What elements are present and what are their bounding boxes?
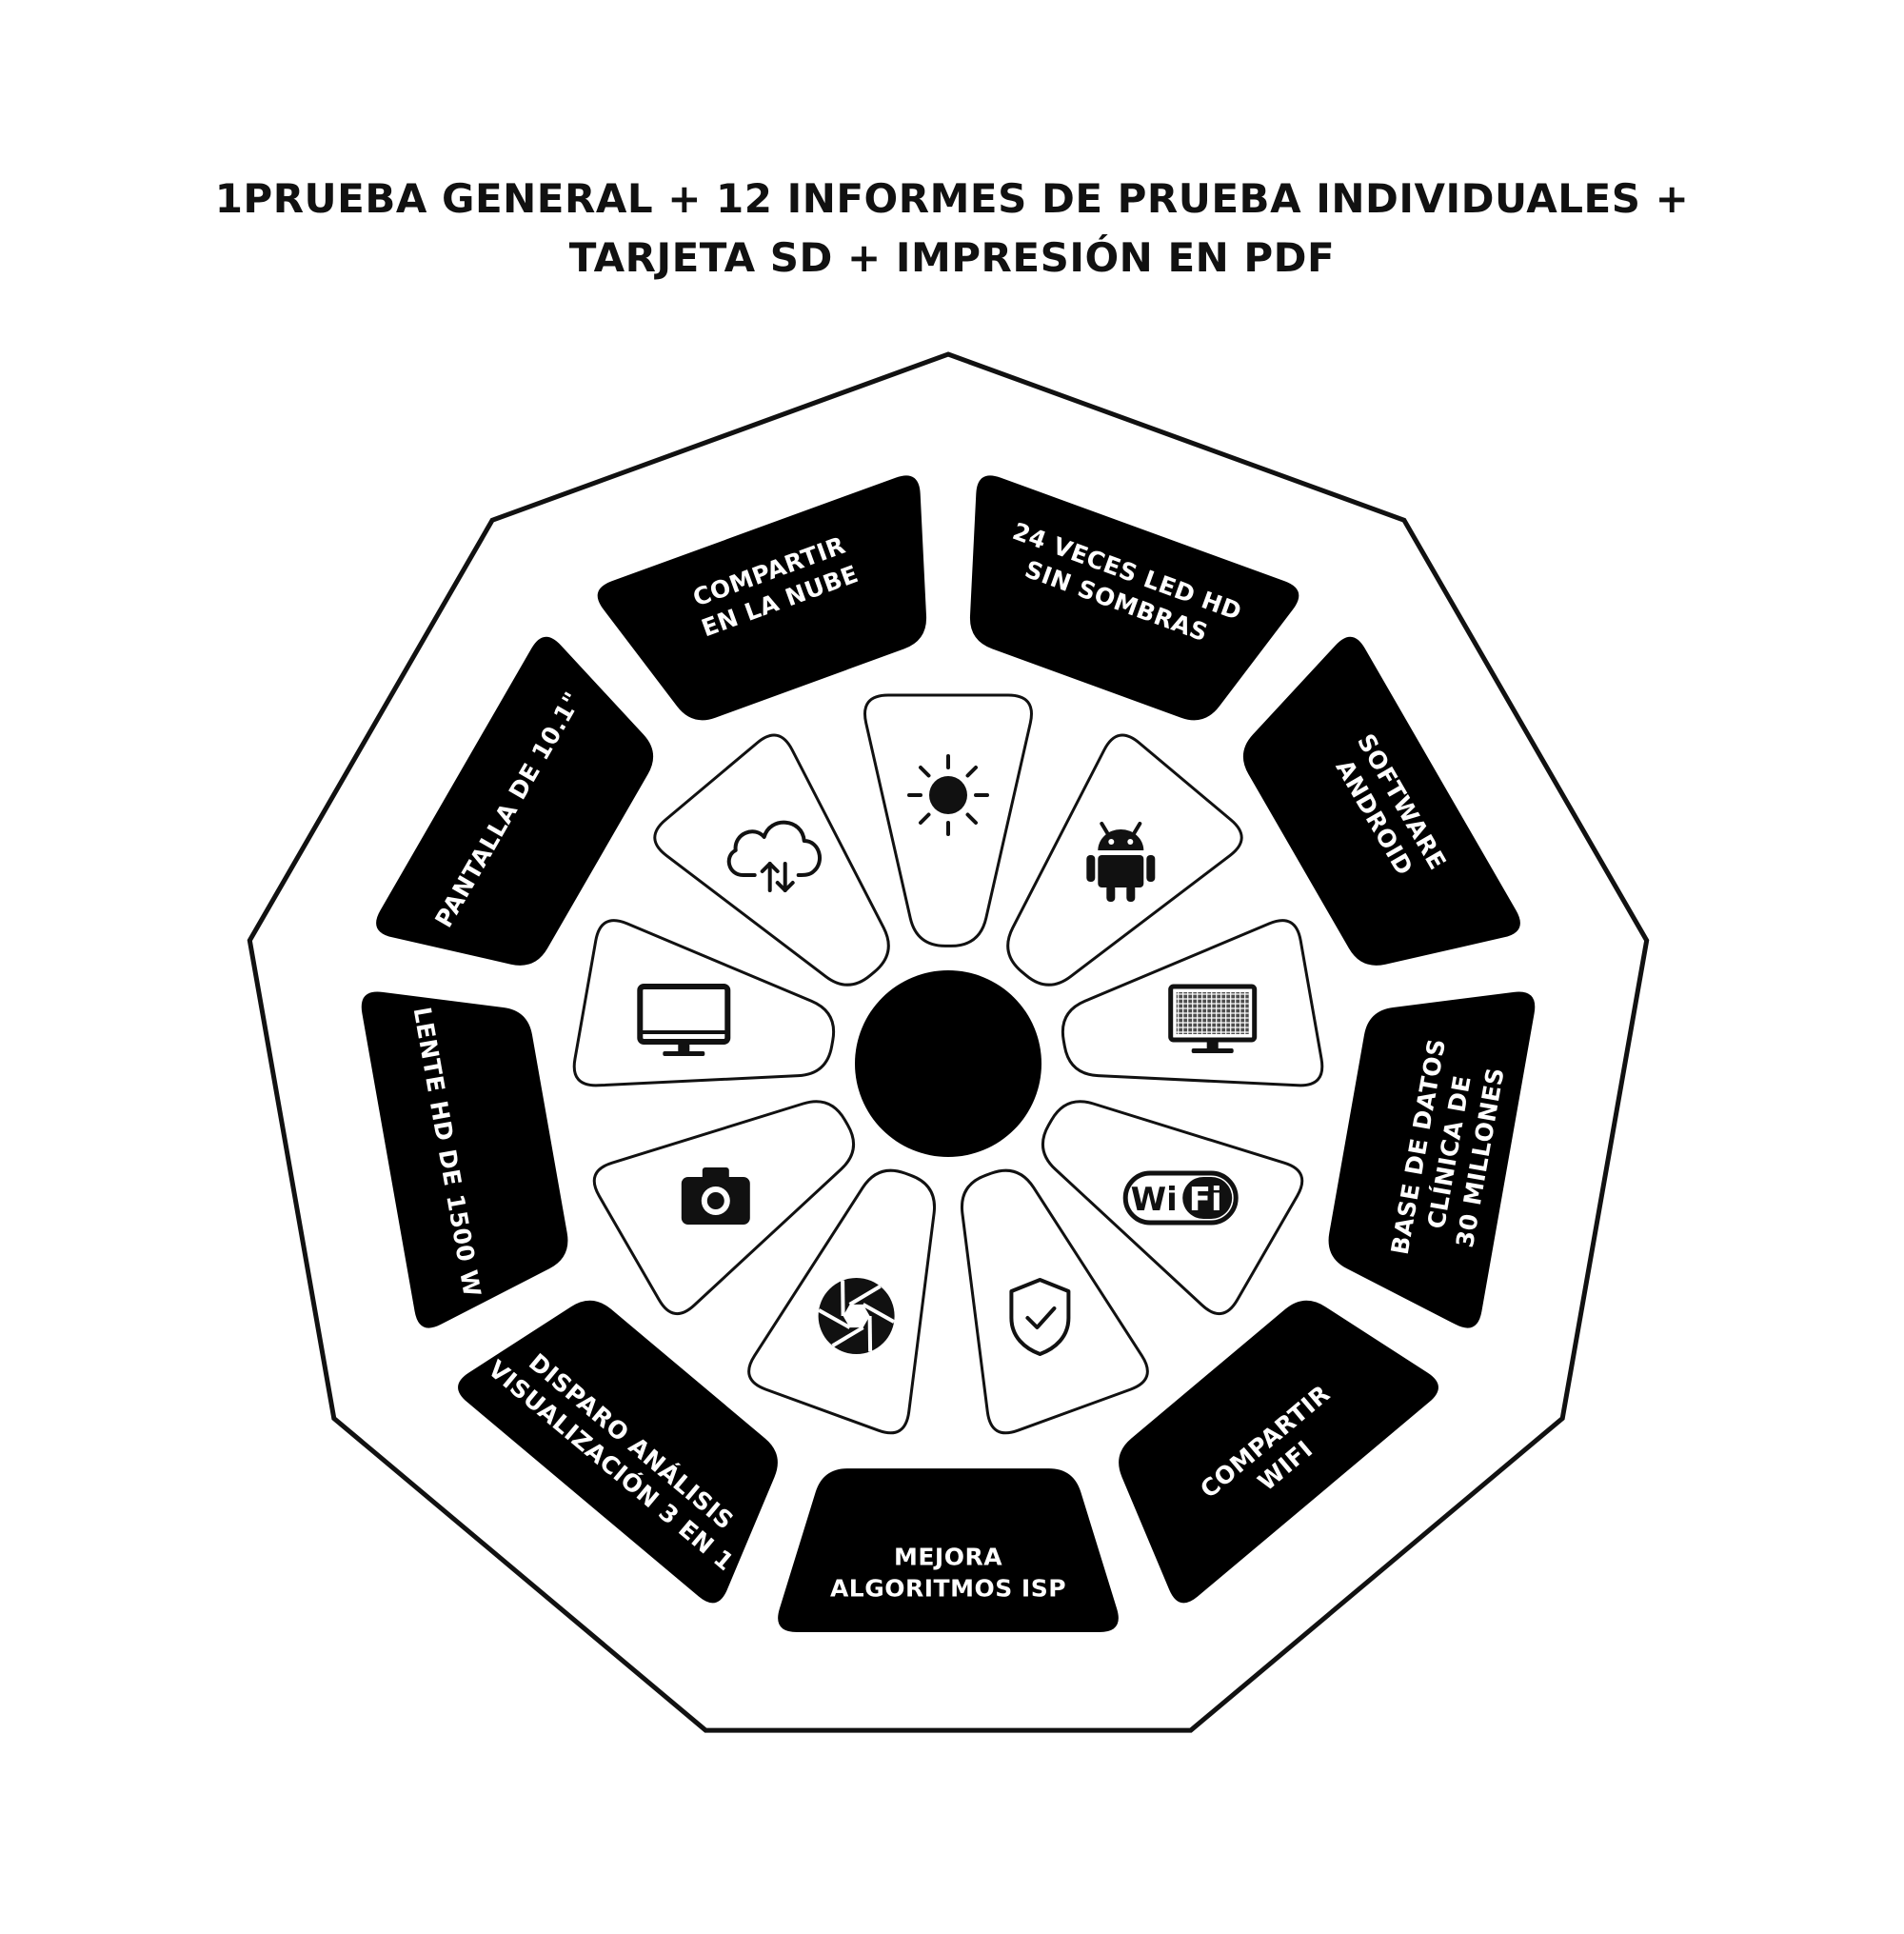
segment-shape (1242, 636, 1520, 966)
aperture-icon (818, 1278, 896, 1354)
icon-cell (572, 919, 836, 1087)
icon-cell (863, 693, 1033, 947)
segment-shape (969, 475, 1299, 721)
segment-hd-lens: LENTE HD DE 1500 W (361, 991, 568, 1328)
segment-label-line: MEJORA (894, 1544, 1002, 1571)
segment-shape (778, 1468, 1119, 1632)
android-icon (1086, 822, 1156, 902)
icon-cell (747, 1168, 937, 1435)
icon-cell (592, 1100, 856, 1315)
shield-check-icon (1009, 1278, 1071, 1356)
icon-cell (653, 733, 890, 987)
icon-cell: Wi Fi (1041, 1100, 1304, 1315)
segment-android-software: SOFTWAREANDROID (1242, 636, 1520, 966)
title-line-2: TARJETA SD + IMPRESIÓN EN PDF (568, 234, 1336, 281)
title-line-1: 1PRUEBA GENERAL + 12 INFORMES DE PRUEBA … (214, 175, 1690, 222)
segment-clinical-database: BASE DE DATOSCLÍNICA DE30 MILLONES (1328, 991, 1536, 1328)
icon-cell-shape (572, 919, 836, 1087)
icon-cell (1061, 919, 1324, 1087)
segment-shape (597, 475, 927, 721)
icon-cell (1006, 733, 1243, 987)
segment-wifi-share: COMPARTIRWIFI (1119, 1300, 1438, 1604)
segment-cloud-share: COMPARTIREN LA NUBE (597, 475, 927, 721)
icon-cells: Wi Fi (572, 693, 1324, 1435)
monitor-icon (1168, 984, 1258, 1053)
camera-icon (681, 1167, 750, 1225)
sun-icon (907, 754, 989, 836)
segment-shape (1119, 1300, 1438, 1604)
segment-shape (361, 991, 568, 1328)
wifi-icon: Wi Fi (1122, 1170, 1239, 1226)
page-title: 1PRUEBA GENERAL + 12 INFORMES DE PRUEBA … (0, 169, 1904, 288)
icon-cell-shape (960, 1168, 1149, 1435)
segment-led-shadowless: 24 VECES LED HDSIN SOMBRAS (969, 475, 1299, 721)
icon-cell (960, 1168, 1149, 1435)
cloud-sync-icon (726, 820, 823, 892)
segment-shape (376, 636, 654, 966)
icon-cell-shape (653, 733, 890, 987)
center-disc (855, 970, 1041, 1157)
wifi-badge-left: Wi (1131, 1181, 1178, 1219)
segment-label-line: ALGORITMOS ISP (830, 1575, 1066, 1603)
segment-shape (1328, 991, 1536, 1328)
wifi-badge-right: Fi (1189, 1181, 1222, 1219)
desktop-icon (637, 984, 731, 1056)
segment-label: MEJORA ALGORITMOS ISP (830, 1544, 1066, 1603)
segment-isp-algorithms: MEJORA ALGORITMOS ISP (778, 1468, 1119, 1632)
icon-cell-shape (863, 693, 1033, 947)
segment-shape (458, 1300, 778, 1604)
